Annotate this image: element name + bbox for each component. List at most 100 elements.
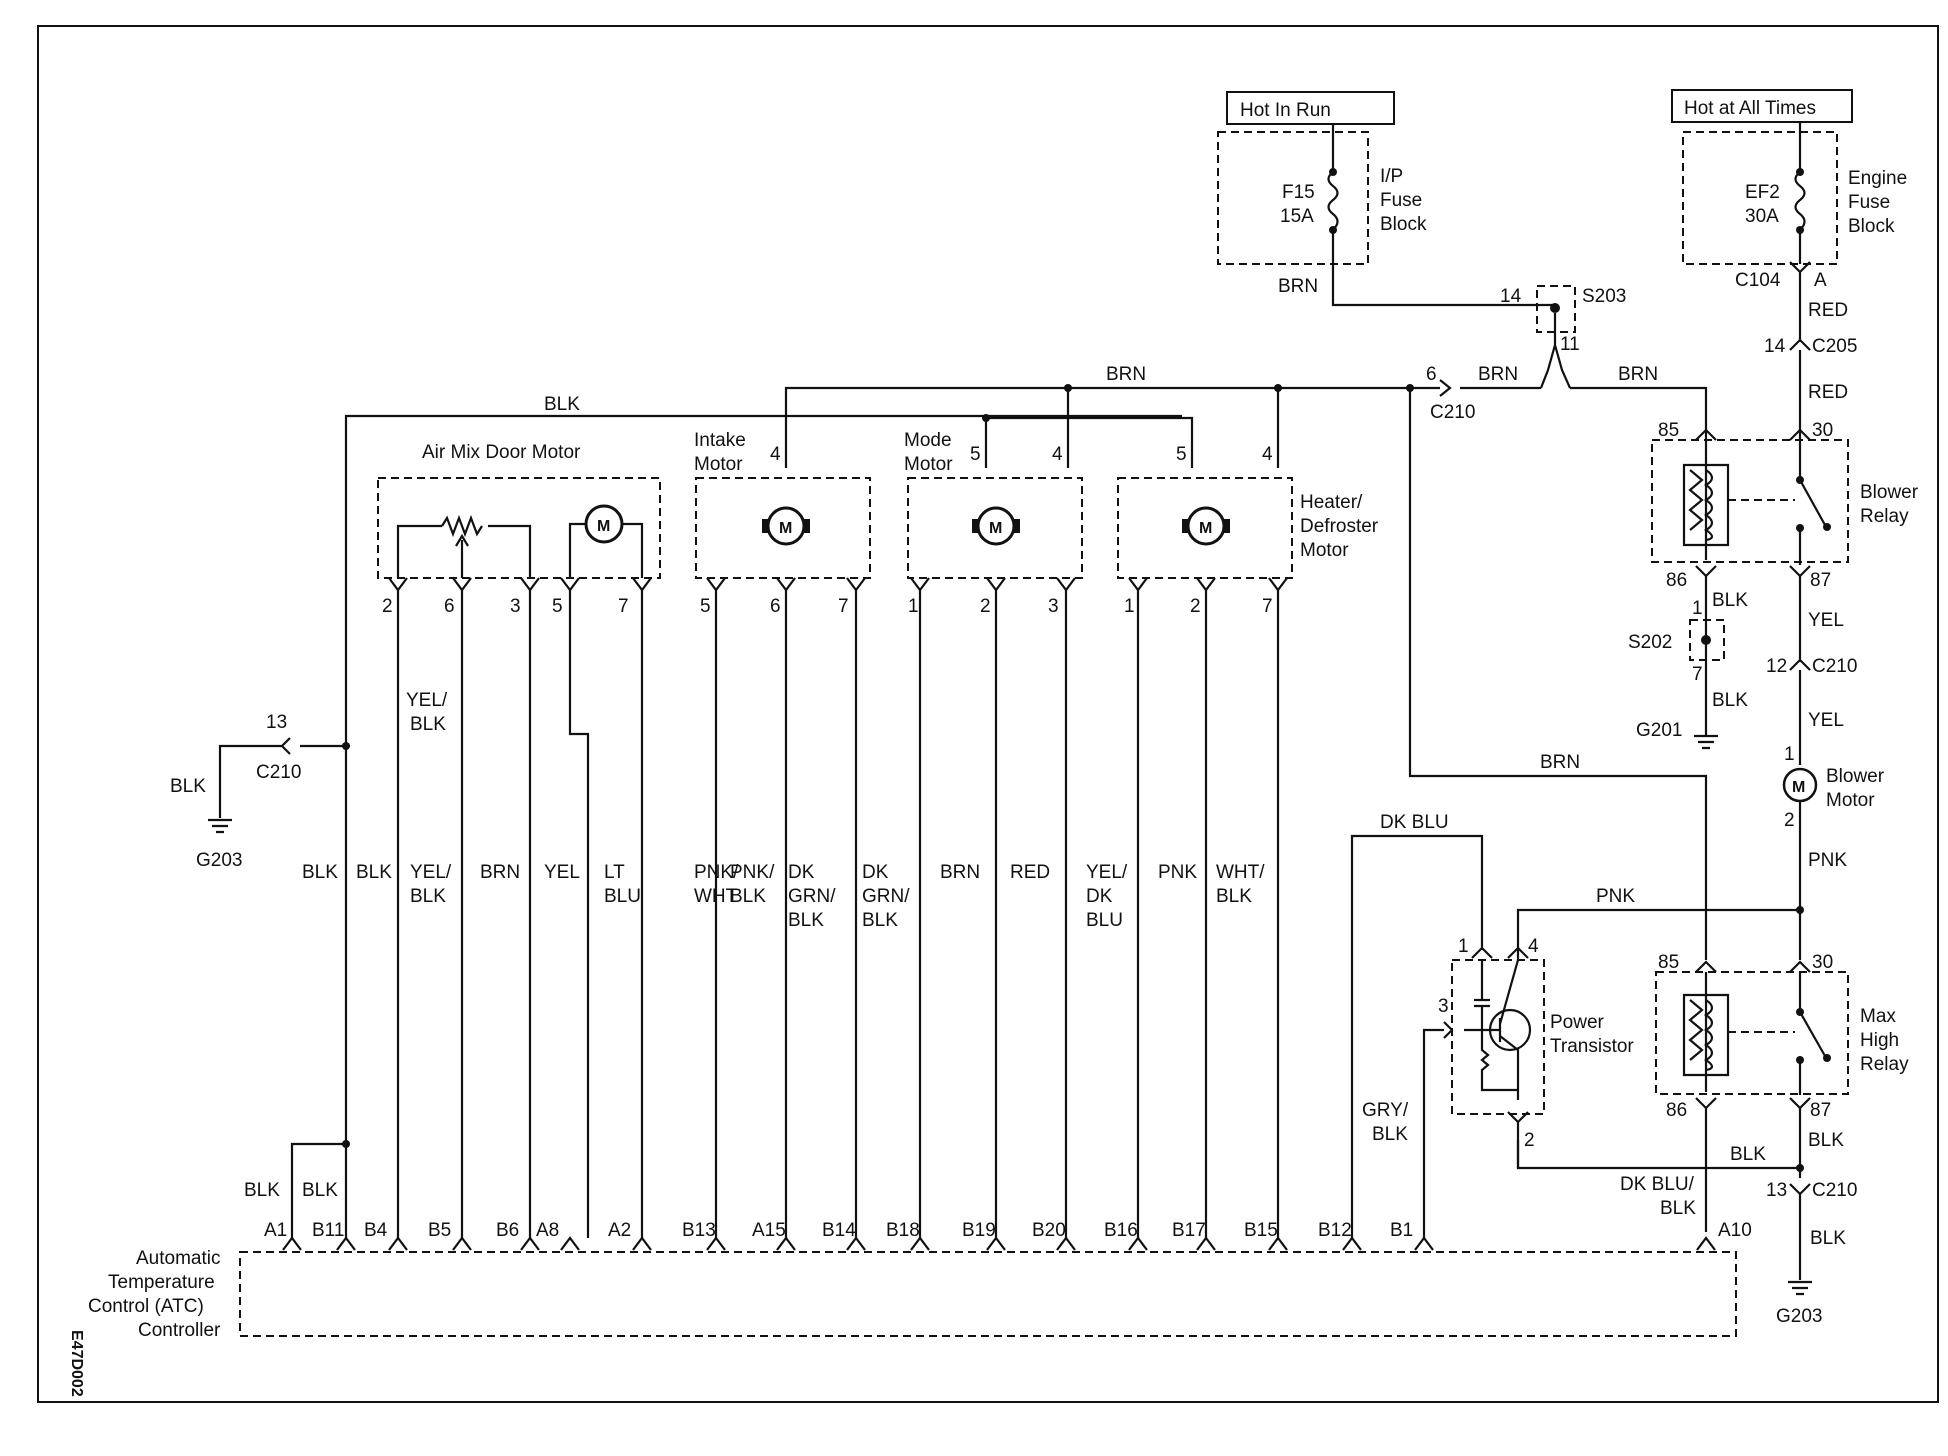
atc-pin-a15: A15 bbox=[752, 1220, 796, 1251]
motor-pin-number: 6 bbox=[444, 596, 455, 617]
blower-motor-pin-2: 2 bbox=[1784, 810, 1795, 831]
max-high-relay: 85 30 86 87 Max High Relay DK BLU/ BLK B… bbox=[1516, 952, 1909, 1327]
harness-color-label: PNK/ bbox=[730, 862, 775, 883]
blower-relay: 85 30 86 87 Blower Relay bbox=[1651, 420, 1919, 591]
atc-pin-b16: B16 bbox=[1104, 1220, 1148, 1251]
atc-pin-label: B14 bbox=[822, 1220, 856, 1241]
intake-motor: Intake Motor M bbox=[694, 430, 871, 579]
brn-bus: 6 BRN C210 BRN BRN 4 5 4 5 4 bbox=[770, 364, 1708, 960]
power-transistor-label-2: Transistor bbox=[1550, 1036, 1634, 1057]
wire-label-dkblu-blk-1: DK BLU/ bbox=[1620, 1174, 1695, 1195]
wire-label-brn-long: BRN bbox=[1540, 752, 1580, 773]
c210-left-pin: 13 bbox=[266, 712, 287, 733]
c210-brn-label: C210 bbox=[1430, 402, 1475, 423]
power-transistor: DK BLU 1 4 3 2 Power Transistor GRY/ BLK bbox=[1350, 812, 1634, 1238]
wire-label-brn-bus: BRN bbox=[1106, 364, 1146, 385]
atc-pin-a10: A10 bbox=[1696, 1220, 1752, 1251]
harness-color-label: PNK/ bbox=[694, 862, 739, 883]
harness-color-label: BLU bbox=[1086, 910, 1123, 931]
ip-fuse-label-1: I/P bbox=[1380, 166, 1403, 187]
hot-at-all-times-label: Hot at All Times bbox=[1684, 98, 1816, 119]
wire-label-blk-b11: BLK bbox=[302, 1180, 338, 1201]
atc-pin-label: B11 bbox=[312, 1220, 344, 1241]
diagram-frame bbox=[37, 25, 1939, 1403]
c104-label: C104 bbox=[1735, 270, 1781, 291]
splice-s202: BLK 1 S202 7 BLK G201 bbox=[1628, 576, 1748, 750]
intake-top-pin: 4 bbox=[770, 444, 781, 465]
harness-wire-2: 3 bbox=[510, 577, 540, 1238]
air-mix-label: Air Mix Door Motor bbox=[422, 442, 581, 463]
motor-pin-number: 3 bbox=[1048, 596, 1059, 617]
heater-label-1: Heater/ bbox=[1300, 492, 1363, 513]
engine-fuse-block: Hot at All Times EF2 30A Engine Fuse Blo… bbox=[1671, 89, 1907, 440]
transistor-pin-1: 1 bbox=[1458, 936, 1469, 957]
heater-label-3: Motor bbox=[1300, 540, 1349, 561]
atc-pin-label: B1 bbox=[1390, 1220, 1413, 1241]
atc-pin-label: B16 bbox=[1104, 1220, 1138, 1241]
harness-color-label: BLK bbox=[788, 910, 824, 931]
intake-motor-symbol: M bbox=[779, 520, 792, 537]
harness-wire-0: 2 bbox=[382, 577, 408, 1238]
intake-label-2: Motor bbox=[694, 454, 743, 475]
atc-label-3: Control (ATC) bbox=[88, 1296, 204, 1317]
atc-pin-label: B6 bbox=[496, 1220, 519, 1241]
wire-label-blk-g203: BLK bbox=[1810, 1228, 1846, 1249]
motor-pin-number: 2 bbox=[382, 596, 393, 617]
wire-label-pnk-2: PNK bbox=[1596, 886, 1635, 907]
motor-pin-number: 6 bbox=[770, 596, 781, 617]
atc-pin-b12: B12 bbox=[1318, 1220, 1362, 1251]
blk-ground-bus: BLK 13 C210 BLK G203 BLK BLK bbox=[170, 394, 1182, 1238]
blower-relay-pin-87: 87 bbox=[1810, 570, 1831, 591]
wire-label-pnk-1: PNK bbox=[1808, 850, 1847, 871]
harness-wire-6: 6 bbox=[770, 577, 796, 1238]
fuse-ef2-rating: 30A bbox=[1745, 206, 1779, 227]
fuse-f15-rating: 15A bbox=[1280, 206, 1314, 227]
wire-label-dk-blu: DK BLU bbox=[1380, 812, 1449, 833]
harness-color-label: BLK bbox=[302, 862, 338, 883]
harness-color-label: BLK bbox=[862, 910, 898, 931]
engine-fuse-label-1: Engine bbox=[1848, 168, 1907, 189]
motor-pin-number: 2 bbox=[1190, 596, 1201, 617]
max-high-pin-86: 86 bbox=[1666, 1100, 1687, 1121]
hot-in-run-label: Hot In Run bbox=[1240, 100, 1331, 121]
wire-label-brn: BRN bbox=[1278, 276, 1318, 297]
transistor-pin-4: 4 bbox=[1528, 936, 1539, 957]
atc-label-2: Temperature bbox=[108, 1272, 215, 1293]
motor-pin-number: 1 bbox=[908, 596, 919, 617]
max-high-label-1: Max bbox=[1860, 1006, 1896, 1027]
atc-pin-label: B5 bbox=[428, 1220, 451, 1241]
harness-color-label: BLU bbox=[604, 886, 641, 907]
max-high-label-2: High bbox=[1860, 1030, 1899, 1051]
blower-motor-pin-1: 1 bbox=[1784, 744, 1795, 765]
air-mix-motor-symbol: M bbox=[597, 518, 610, 535]
wire-label-yel-2: YEL bbox=[1808, 710, 1844, 731]
motor-pin-number: 7 bbox=[838, 596, 849, 617]
wire-label-blk-s202-2: BLK bbox=[1712, 690, 1748, 711]
atc-pin-a1: A1 bbox=[264, 1220, 302, 1251]
harness-color-label: BRN bbox=[480, 862, 520, 883]
harness-color-label: RED bbox=[1010, 862, 1050, 883]
wire-label-red-1: RED bbox=[1808, 300, 1848, 321]
atc-pin-b13: B13 bbox=[682, 1220, 726, 1251]
engine-fuse-label-2: Fuse bbox=[1848, 192, 1890, 213]
atc-pin-label: A1 bbox=[264, 1220, 287, 1241]
intake-label-1: Intake bbox=[694, 430, 746, 451]
atc-pin-b1: B1 bbox=[1390, 1220, 1434, 1251]
transistor-pin-2: 2 bbox=[1524, 1130, 1535, 1151]
atc-pin-label: A15 bbox=[752, 1220, 786, 1241]
c210-brn-pin: 6 bbox=[1426, 364, 1437, 385]
s202-pin-7: 7 bbox=[1692, 664, 1703, 685]
atc-pin-label: A2 bbox=[608, 1220, 631, 1241]
splice-s203: 14 S203 11 BRN bbox=[1500, 285, 1708, 440]
c210-yel-label: C210 bbox=[1812, 656, 1857, 677]
atc-controller: Automatic Temperature Control (ATC) Cont… bbox=[88, 1220, 1752, 1341]
atc-pin-label: B19 bbox=[962, 1220, 996, 1241]
harness-color-label: GRN/ bbox=[862, 886, 910, 907]
atc-pin-b17: B17 bbox=[1172, 1220, 1216, 1251]
blower-relay-pin-85: 85 bbox=[1658, 420, 1679, 441]
ip-fuse-label-2: Fuse bbox=[1380, 190, 1422, 211]
harness-color-label: WHT bbox=[694, 886, 738, 907]
atc-pin-b19: B19 bbox=[962, 1220, 1006, 1251]
